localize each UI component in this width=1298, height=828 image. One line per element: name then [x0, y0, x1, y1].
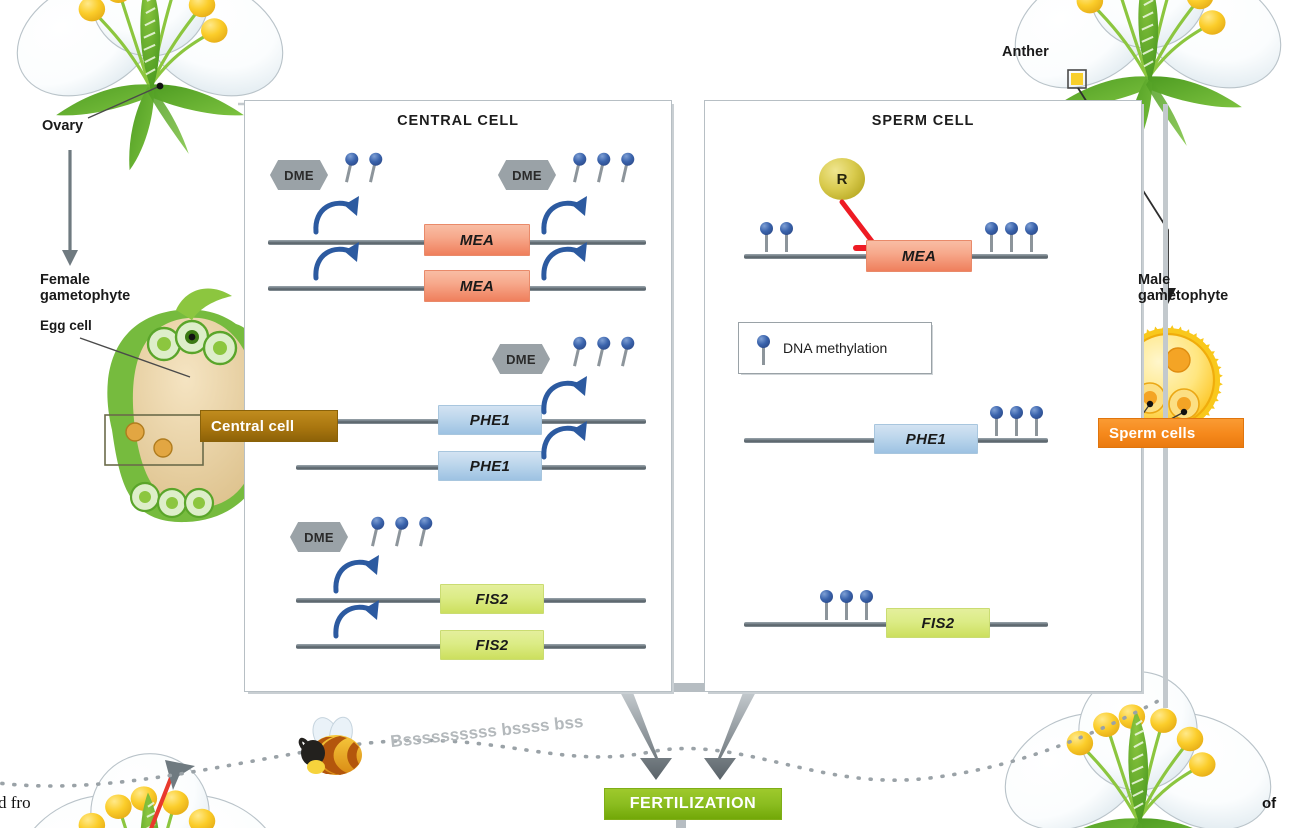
- gene-box-fis2-sperm: FIS2: [886, 608, 990, 638]
- label-ovary: Ovary: [42, 118, 84, 134]
- methyl-mark: [1025, 222, 1038, 252]
- bee-icon: [298, 716, 362, 775]
- flower-bottom-right: [983, 670, 1293, 828]
- demethylation-arrow: [333, 555, 379, 594]
- repressor-protein: R: [819, 158, 865, 200]
- label-egg-cell: Egg cell: [40, 318, 92, 333]
- methyl-mark: [760, 222, 773, 252]
- panel-title-sperm-cell: SPERM CELL: [871, 113, 975, 129]
- corner-text-bottom-right: of: [1262, 795, 1277, 812]
- label-female-gametophyte: Female gametophyte: [40, 272, 130, 304]
- label-male-gametophyte-line1: Male: [1138, 272, 1171, 288]
- methyl-mark: [860, 590, 873, 620]
- methyl-mark-legend: [757, 335, 770, 365]
- dme-enzyme-mea-right: DME: [498, 160, 556, 190]
- label-male-gametophyte: Male gametophyte: [1138, 272, 1228, 304]
- fertilization-arrows: [613, 683, 763, 780]
- gene-box-mea-cc-1: MEA: [424, 224, 530, 256]
- demethylation-arrow: [541, 196, 587, 235]
- tag-fertilization: FERTILIZATION: [604, 788, 782, 820]
- legend-dna-methylation: DNA methylation: [738, 322, 932, 374]
- dme-enzyme-mea-left: DME: [270, 160, 328, 190]
- right-vertical-connector: [1163, 104, 1168, 708]
- demethylation-arrow: [333, 600, 379, 639]
- anther-highlight-box: [1067, 69, 1087, 89]
- egg-cell-leader: [79, 337, 191, 378]
- demethylation-arrow: [541, 421, 587, 460]
- demethylation-arrow: [541, 242, 587, 281]
- demethylation-arrow: [313, 242, 359, 281]
- tag-sperm-cells: Sperm cells: [1098, 418, 1244, 448]
- label-female-gametophyte-line2: gametophyte: [40, 288, 131, 305]
- methyl-mark: [985, 222, 998, 252]
- gene-box-fis2-cc-2: FIS2: [440, 630, 544, 660]
- methyl-mark: [780, 222, 793, 252]
- gene-box-phe1-cc-2: PHE1: [438, 451, 542, 481]
- panel-title-central-cell: CENTRAL CELL: [397, 113, 519, 129]
- label-male-gametophyte-line2: gametophyte: [1138, 288, 1229, 305]
- dme-enzyme-fis2: DME: [290, 522, 348, 552]
- label-anther: Anther: [1002, 44, 1049, 60]
- gene-box-fis2-cc-1: FIS2: [440, 584, 544, 614]
- ovary-leader: [87, 85, 161, 119]
- gene-box-mea-sperm: MEA: [866, 240, 972, 272]
- demethylation-arrow: [541, 376, 587, 415]
- dme-enzyme-phe1: DME: [492, 344, 550, 374]
- gene-box-mea-cc-2: MEA: [424, 270, 530, 302]
- methyl-mark: [1010, 406, 1023, 436]
- demethylation-arrow: [313, 196, 359, 235]
- label-female-gametophyte-line1: Female: [40, 272, 90, 288]
- methyl-mark: [990, 406, 1003, 436]
- gene-box-phe1-sperm: PHE1: [874, 424, 978, 454]
- corner-text-bottom-left: d fro: [0, 793, 31, 812]
- panel-sperm-cell: SPERM CELL: [704, 100, 1142, 692]
- female-gametophyte-illustration: [79, 288, 275, 523]
- legend-label: DNA methylation: [783, 340, 888, 356]
- tag-central-cell: Central cell: [200, 410, 338, 442]
- methyl-mark: [820, 590, 833, 620]
- gene-box-phe1-cc-1: PHE1: [438, 405, 542, 435]
- methyl-mark: [1005, 222, 1018, 252]
- flower-bottom-left: [0, 752, 305, 828]
- methyl-mark: [840, 590, 853, 620]
- methyl-mark: [1030, 406, 1043, 436]
- fertilization-stem: [676, 818, 686, 828]
